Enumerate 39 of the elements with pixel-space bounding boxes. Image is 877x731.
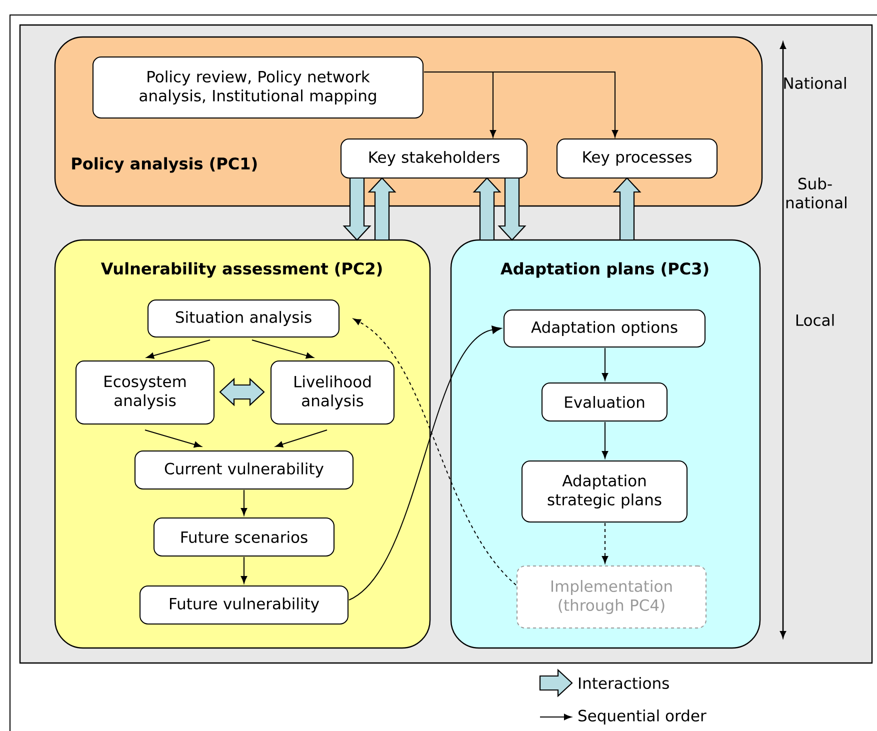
- curved-arrow: [348, 326, 502, 600]
- process-box: Adaptation strategic plans: [522, 460, 688, 522]
- block-arrow: [612, 177, 642, 241]
- process-box: Situation analysis: [148, 300, 340, 338]
- scale-label: National: [784, 77, 846, 89]
- process-box: Adaptation options: [504, 310, 706, 348]
- block-arrow: [368, 177, 396, 241]
- process-box: Implementation (through PC4): [516, 566, 706, 628]
- panel-title: Policy analysis (PC1): [72, 157, 257, 173]
- curved-arrow: [353, 318, 516, 586]
- process-box: Livelihood analysis: [270, 360, 394, 424]
- legend-text: Sequential order: [578, 710, 706, 725]
- process-box: Key processes: [556, 138, 718, 178]
- block-arrow: [498, 177, 526, 241]
- arrow: [240, 490, 248, 516]
- legend-text: Interactions: [579, 677, 669, 689]
- arrow: [275, 430, 328, 448]
- process-box: Policy review, Policy network analysis, Institutional mapping: [92, 56, 424, 118]
- process-box: Future scenarios: [154, 518, 334, 556]
- arrow: [424, 72, 618, 138]
- arrow: [252, 340, 314, 359]
- process-box: Ecosystem analysis: [76, 360, 214, 424]
- arrow: [240, 556, 248, 584]
- process-box: Future vulnerability: [140, 586, 348, 624]
- arrow: [602, 522, 608, 564]
- block-arrow: [472, 177, 502, 241]
- double-arrow: [219, 378, 265, 406]
- arrow: [146, 340, 210, 359]
- process-box: Current vulnerability: [134, 450, 354, 490]
- block-arrow: [342, 177, 372, 241]
- arrow: [602, 348, 608, 381]
- arrow: [602, 422, 608, 459]
- panel-title: Adaptation plans (PC3): [500, 262, 708, 278]
- arrow: [144, 430, 202, 448]
- scale-label: Local: [796, 314, 834, 326]
- panel-title: Vulnerability assessment (PC2): [100, 262, 382, 278]
- process-box: Evaluation: [542, 382, 668, 422]
- scale-label: Sub-national: [786, 178, 846, 208]
- process-box: Key stakeholders: [340, 138, 528, 178]
